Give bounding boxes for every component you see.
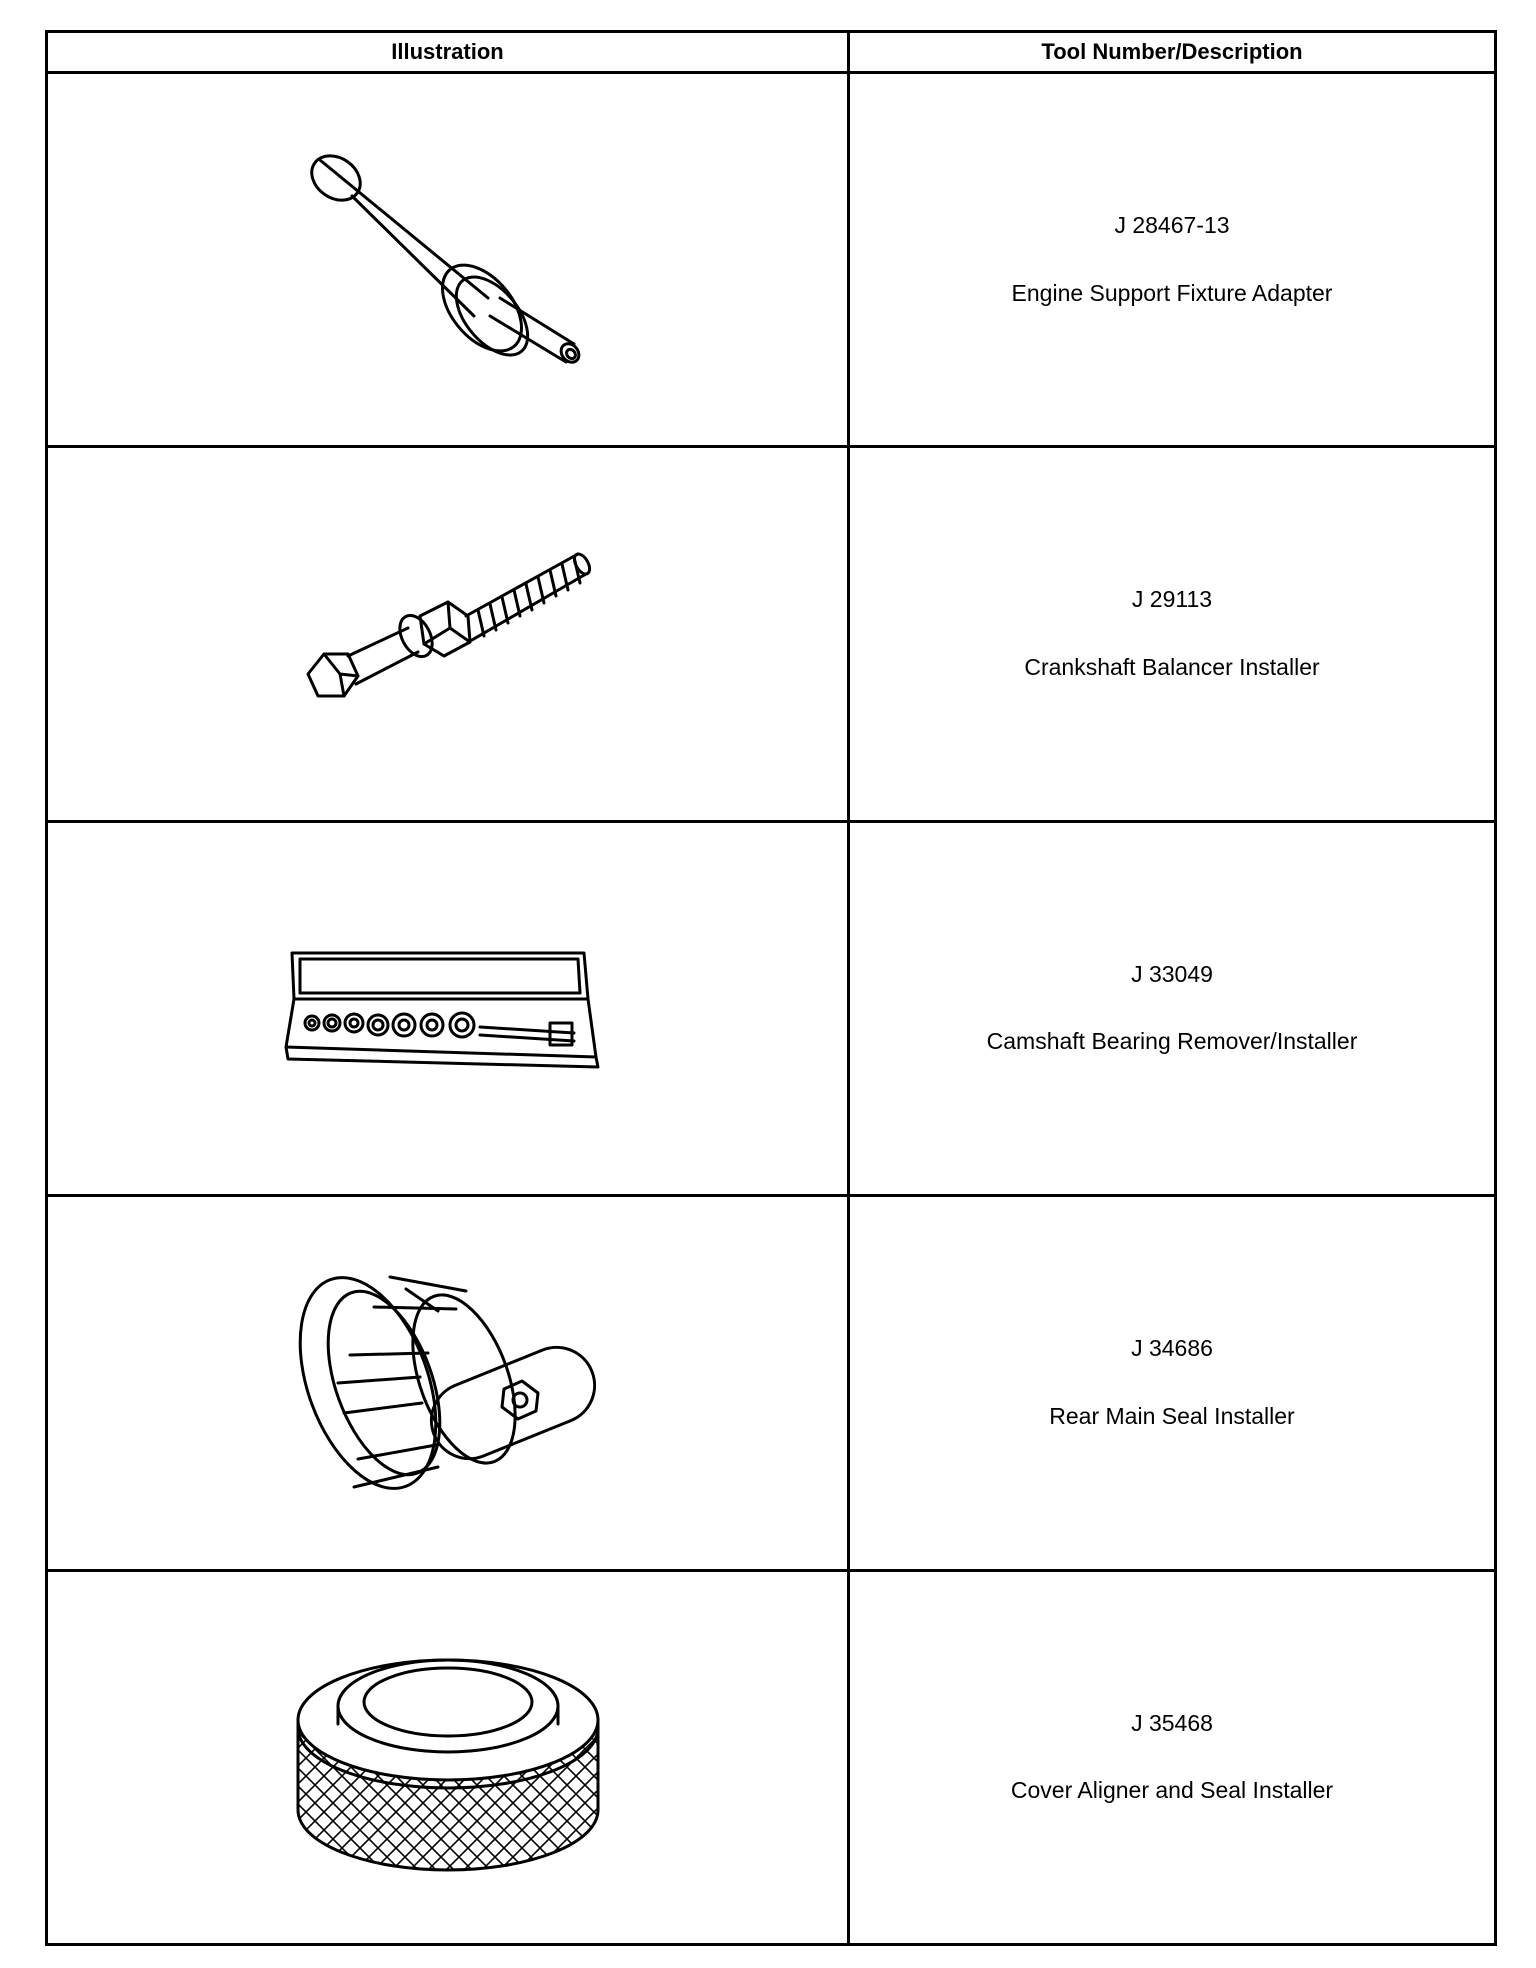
tool-description-cell: J 35468 Cover Aligner and Seal Installer [847, 1568, 1497, 1947]
header-illustration: Illustration [45, 30, 850, 74]
tool-number: J 33049 [1131, 960, 1213, 987]
tool-description: Cover Aligner and Seal Installer [1010, 1777, 1334, 1804]
header-tool-number-description: Tool Number/Description [847, 30, 1497, 74]
camshaft-bearing-remover-installer-icon [284, 951, 599, 1069]
tool-description: Crankshaft Balancer Installer [1024, 654, 1320, 681]
tool-number: J 29113 [1131, 586, 1213, 613]
special-tools-table: Illustration Tool Number/Description [45, 30, 1497, 1947]
table-row: J 33049 Camshaft Bearing Remover/Install… [45, 819, 1497, 1198]
illustration-cell [45, 1194, 850, 1572]
illustration-cell [45, 445, 850, 823]
table-row: J 29113 Crankshaft Balancer Installer [45, 445, 1497, 823]
tool-number: J 35468 [1131, 1709, 1213, 1736]
table-row: J 34686 Rear Main Seal Installer [45, 1194, 1497, 1572]
illustration-cell [45, 819, 850, 1198]
table-row: J 35468 Cover Aligner and Seal Installer [45, 1568, 1497, 1947]
tool-description-cell: J 33049 Camshaft Bearing Remover/Install… [847, 819, 1497, 1198]
tool-description: Engine Support Fixture Adapter [1011, 279, 1333, 306]
illustration-cell [45, 70, 850, 449]
crankshaft-balancer-installer-icon [306, 552, 591, 698]
tool-number: J 34686 [1131, 1335, 1213, 1362]
tool-description-cell: J 28467-13 Engine Support Fixture Adapte… [847, 70, 1497, 449]
tool-description: Camshaft Bearing Remover/Installer [986, 1028, 1358, 1055]
tool-number: J 28467-13 [1114, 212, 1230, 239]
cover-aligner-seal-installer-icon [296, 1658, 599, 1872]
table-row: J 28467-13 Engine Support Fixture Adapte… [45, 70, 1497, 449]
engine-support-fixture-adapter-icon [309, 154, 580, 364]
tool-description-cell: J 34686 Rear Main Seal Installer [847, 1194, 1497, 1572]
table-header-row: Illustration Tool Number/Description [45, 30, 1497, 74]
rear-main-seal-installer-icon [298, 1275, 596, 1490]
tool-description-cell: J 29113 Crankshaft Balancer Installer [847, 445, 1497, 823]
tool-description: Rear Main Seal Installer [1049, 1402, 1295, 1429]
illustration-cell [45, 1568, 850, 1947]
